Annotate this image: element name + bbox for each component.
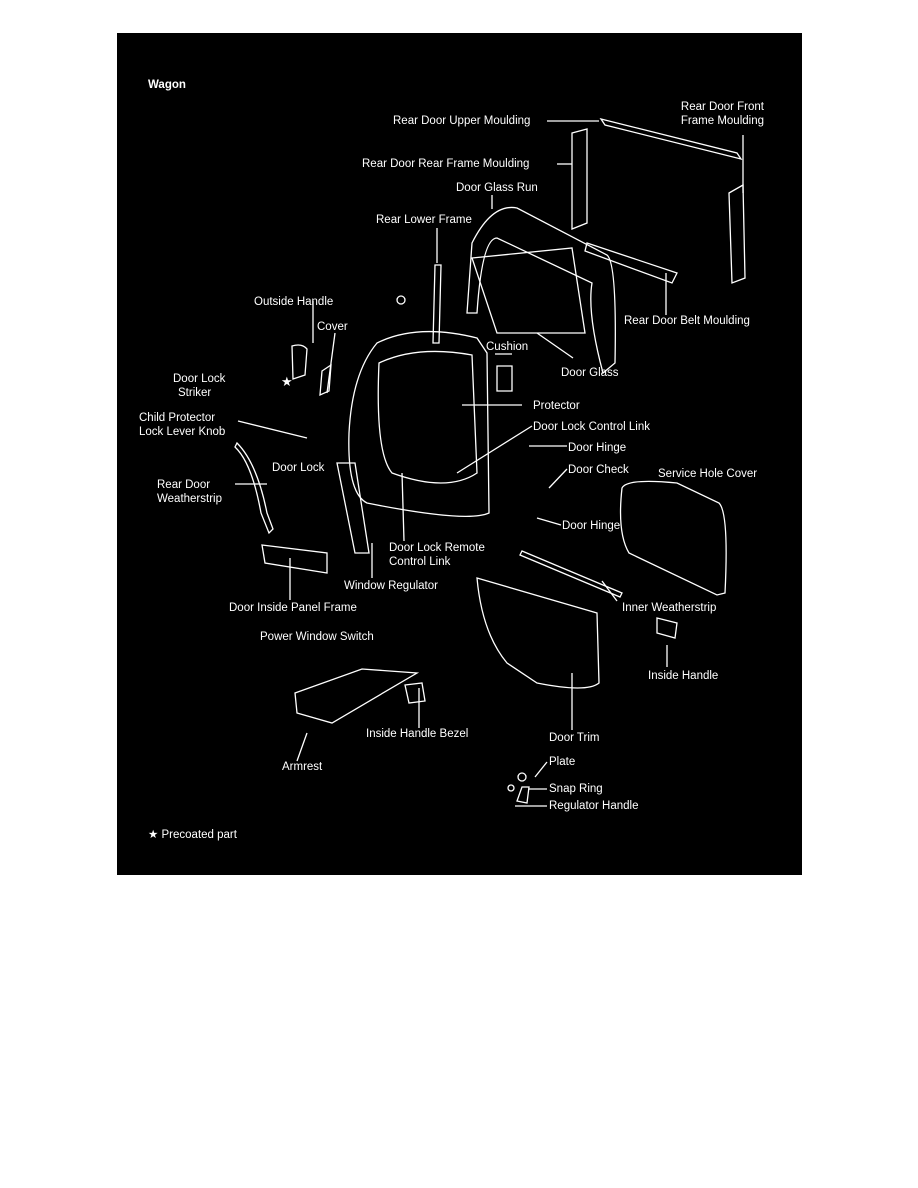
label-line: Weatherstrip [157,493,222,505]
label-door-check: Door Check [568,464,629,476]
label-hinge-upper: Door Hinge [568,442,627,454]
label-line: Door Lock Remote [389,542,485,554]
label-line: Lock Lever Knob [139,426,226,438]
label-front-frame-moulding: Rear Door Front Frame Moulding [669,100,764,128]
label-belt-moulding: Rear Door Belt Moulding [624,315,750,327]
label-cover: Cover [317,321,348,333]
label-line: Child Protector [139,412,216,424]
label-door-lock: Door Lock [272,462,325,474]
part-outlines [234,117,746,804]
door-parts-diagram: Wagon Rear Door Upper Moulding Rear Door… [117,33,802,875]
label-inside-handle: Inside Handle [648,670,719,682]
label-line: Rear Door Front [680,101,764,113]
label-armrest: Armrest [282,761,323,773]
label-rear-door-weatherstrip: Rear Door Weatherstrip [157,478,222,506]
label-protector: Protector [533,400,580,412]
label-inner-weatherstrip: Inner Weatherstrip [622,602,717,614]
label-remote-control-link: Door Lock Remote Control Link [389,541,485,569]
parts-drawing [234,117,746,807]
precoated-legend: ★ Precoated part [148,829,237,841]
label-plate: Plate [549,756,576,768]
label-outside-handle: Outside Handle [254,296,334,308]
label-child-protector-knob: Child Protector Lock Lever Knob [139,411,225,439]
label-power-window-switch: Power Window Switch [260,631,374,643]
leader-lines [235,120,744,807]
label-door-trim: Door Trim [549,732,600,744]
label-hinge-lower: Door Hinge [562,520,621,532]
label-door-glass: Door Glass [561,367,619,379]
label-service-hole-cover: Service Hole Cover [658,468,758,480]
label-rear-frame-moulding: Rear Door Rear Frame Moulding [362,158,530,170]
label-upper-moulding: Rear Door Upper Moulding [393,115,531,127]
diagram-title: Wagon [148,79,186,91]
label-rear-lower-frame: Rear Lower Frame [376,214,472,226]
label-window-regulator: Window Regulator [344,580,438,592]
label-line: Control Link [389,556,451,568]
precoated-star-icon: ★ [281,374,293,389]
label-cushion: Cushion [486,341,529,353]
label-line: Rear Door [157,479,211,491]
label-regulator-handle: Regulator Handle [549,800,639,812]
label-control-link: Door Lock Control Link [533,421,650,433]
label-snap-ring: Snap Ring [549,783,603,795]
label-inside-panel-frame: Door Inside Panel Frame [229,602,357,614]
label-line: Striker [178,387,212,399]
label-line: Frame Moulding [680,115,764,127]
label-door-lock-striker: Door Lock Striker [173,372,225,400]
label-line: Door Lock [173,373,226,385]
label-inside-handle-bezel: Inside Handle Bezel [366,728,469,740]
label-glass-run: Door Glass Run [456,182,538,194]
